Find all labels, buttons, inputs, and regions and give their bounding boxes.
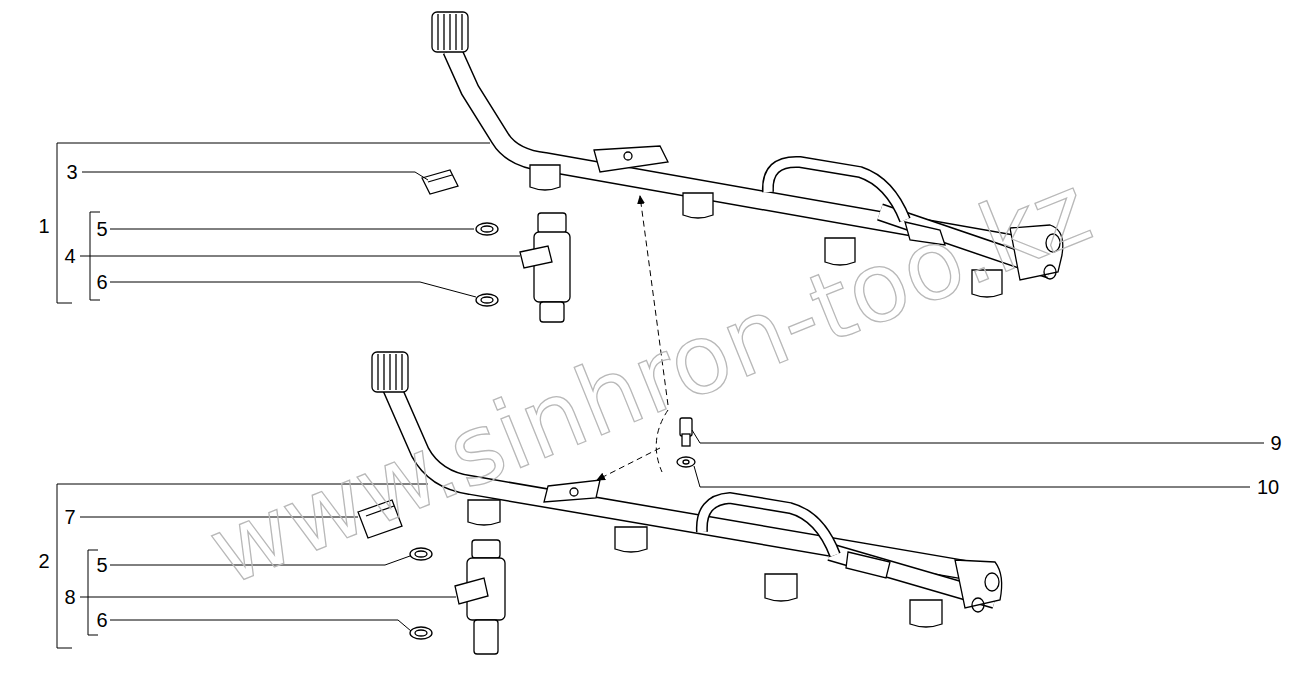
callout-number: 4	[63, 244, 76, 268]
lower-fuel-rail-part	[985, 573, 999, 591]
callout-number: 5	[95, 553, 108, 577]
callout-number: 5	[95, 217, 108, 241]
lower-fuel-rail-part	[372, 352, 408, 392]
injectors-and-parts-part	[481, 297, 493, 303]
lower-fuel-rail-part	[570, 488, 578, 496]
injectors-and-parts-part	[410, 548, 432, 560]
injectors-and-parts-part	[534, 232, 570, 302]
leader-lines-and-brackets-part	[110, 229, 474, 230]
upper-fuel-rail-part	[683, 193, 713, 218]
lower-fuel-rail-part	[702, 498, 835, 555]
injectors-and-parts-part	[410, 627, 432, 639]
injectors-and-parts-part	[472, 540, 500, 558]
leader-lines-and-brackets-part	[57, 143, 490, 303]
injectors-and-parts-part	[455, 578, 488, 604]
injectors-and-parts-part	[415, 630, 427, 636]
injectors-and-parts-part	[540, 302, 564, 322]
lower-fuel-rail-part	[615, 527, 647, 552]
injectors-and-parts-part	[683, 460, 689, 464]
callout-number: 6	[95, 608, 108, 632]
callout-number: 10	[1256, 475, 1280, 499]
upper-fuel-rail-part	[624, 152, 632, 160]
leader-lines-and-brackets-part	[694, 466, 1250, 487]
callout-number: 3	[65, 160, 78, 184]
injectors-and-parts-part	[481, 226, 493, 232]
leader-lines-and-brackets-part	[692, 430, 1264, 443]
leader-lines-and-brackets	[57, 143, 1264, 648]
injectors-and-parts-part	[476, 223, 498, 235]
injectors-and-parts-part	[415, 551, 427, 557]
upper-fuel-rail-part	[432, 12, 468, 52]
lower-fuel-rail-part	[846, 552, 890, 578]
injectors-and-parts-part	[474, 620, 498, 654]
injectors-and-parts-part	[422, 170, 458, 194]
leader-lines-and-brackets-part	[110, 282, 476, 297]
upper-fuel-rail-part	[768, 162, 905, 220]
injectors-and-parts-part	[682, 434, 690, 446]
watermark: www.sinhron-too.kz	[195, 153, 1105, 606]
callout-number: 6	[95, 270, 108, 294]
lower-fuel-rail-part	[955, 560, 1002, 608]
callout-number: 2	[37, 549, 50, 573]
lower-fuel-rail-part	[765, 574, 797, 601]
injectors-and-parts-part	[520, 246, 552, 268]
upper-fuel-rail-part	[768, 162, 905, 220]
callout-number: 7	[63, 505, 76, 529]
upper-fuel-rail-part	[530, 165, 560, 190]
leader-lines-and-brackets-part	[80, 597, 456, 598]
leader-lines-and-brackets-part	[80, 256, 520, 257]
callout-number: 9	[1269, 431, 1282, 455]
injectors-and-parts-part	[428, 175, 452, 182]
lower-fuel-rail-part	[910, 600, 942, 627]
lower-fuel-rail-part	[378, 354, 402, 390]
leader-lines-and-brackets-part	[110, 620, 411, 631]
lower-fuel-rail-part	[702, 498, 835, 555]
callout-number: 1	[37, 214, 50, 238]
upper-fuel-rail-part	[594, 146, 668, 172]
lower-fuel-rail-part	[544, 480, 600, 502]
injectors-and-parts-part	[476, 294, 498, 306]
lower-fuel-rail-part	[972, 598, 984, 612]
leader-lines-and-brackets-part	[82, 172, 428, 180]
upper-fuel-rail-part	[438, 14, 462, 50]
injectors-and-parts-part	[538, 213, 566, 233]
callout-number: 8	[63, 585, 76, 609]
injectors-and-parts-part	[677, 457, 695, 467]
